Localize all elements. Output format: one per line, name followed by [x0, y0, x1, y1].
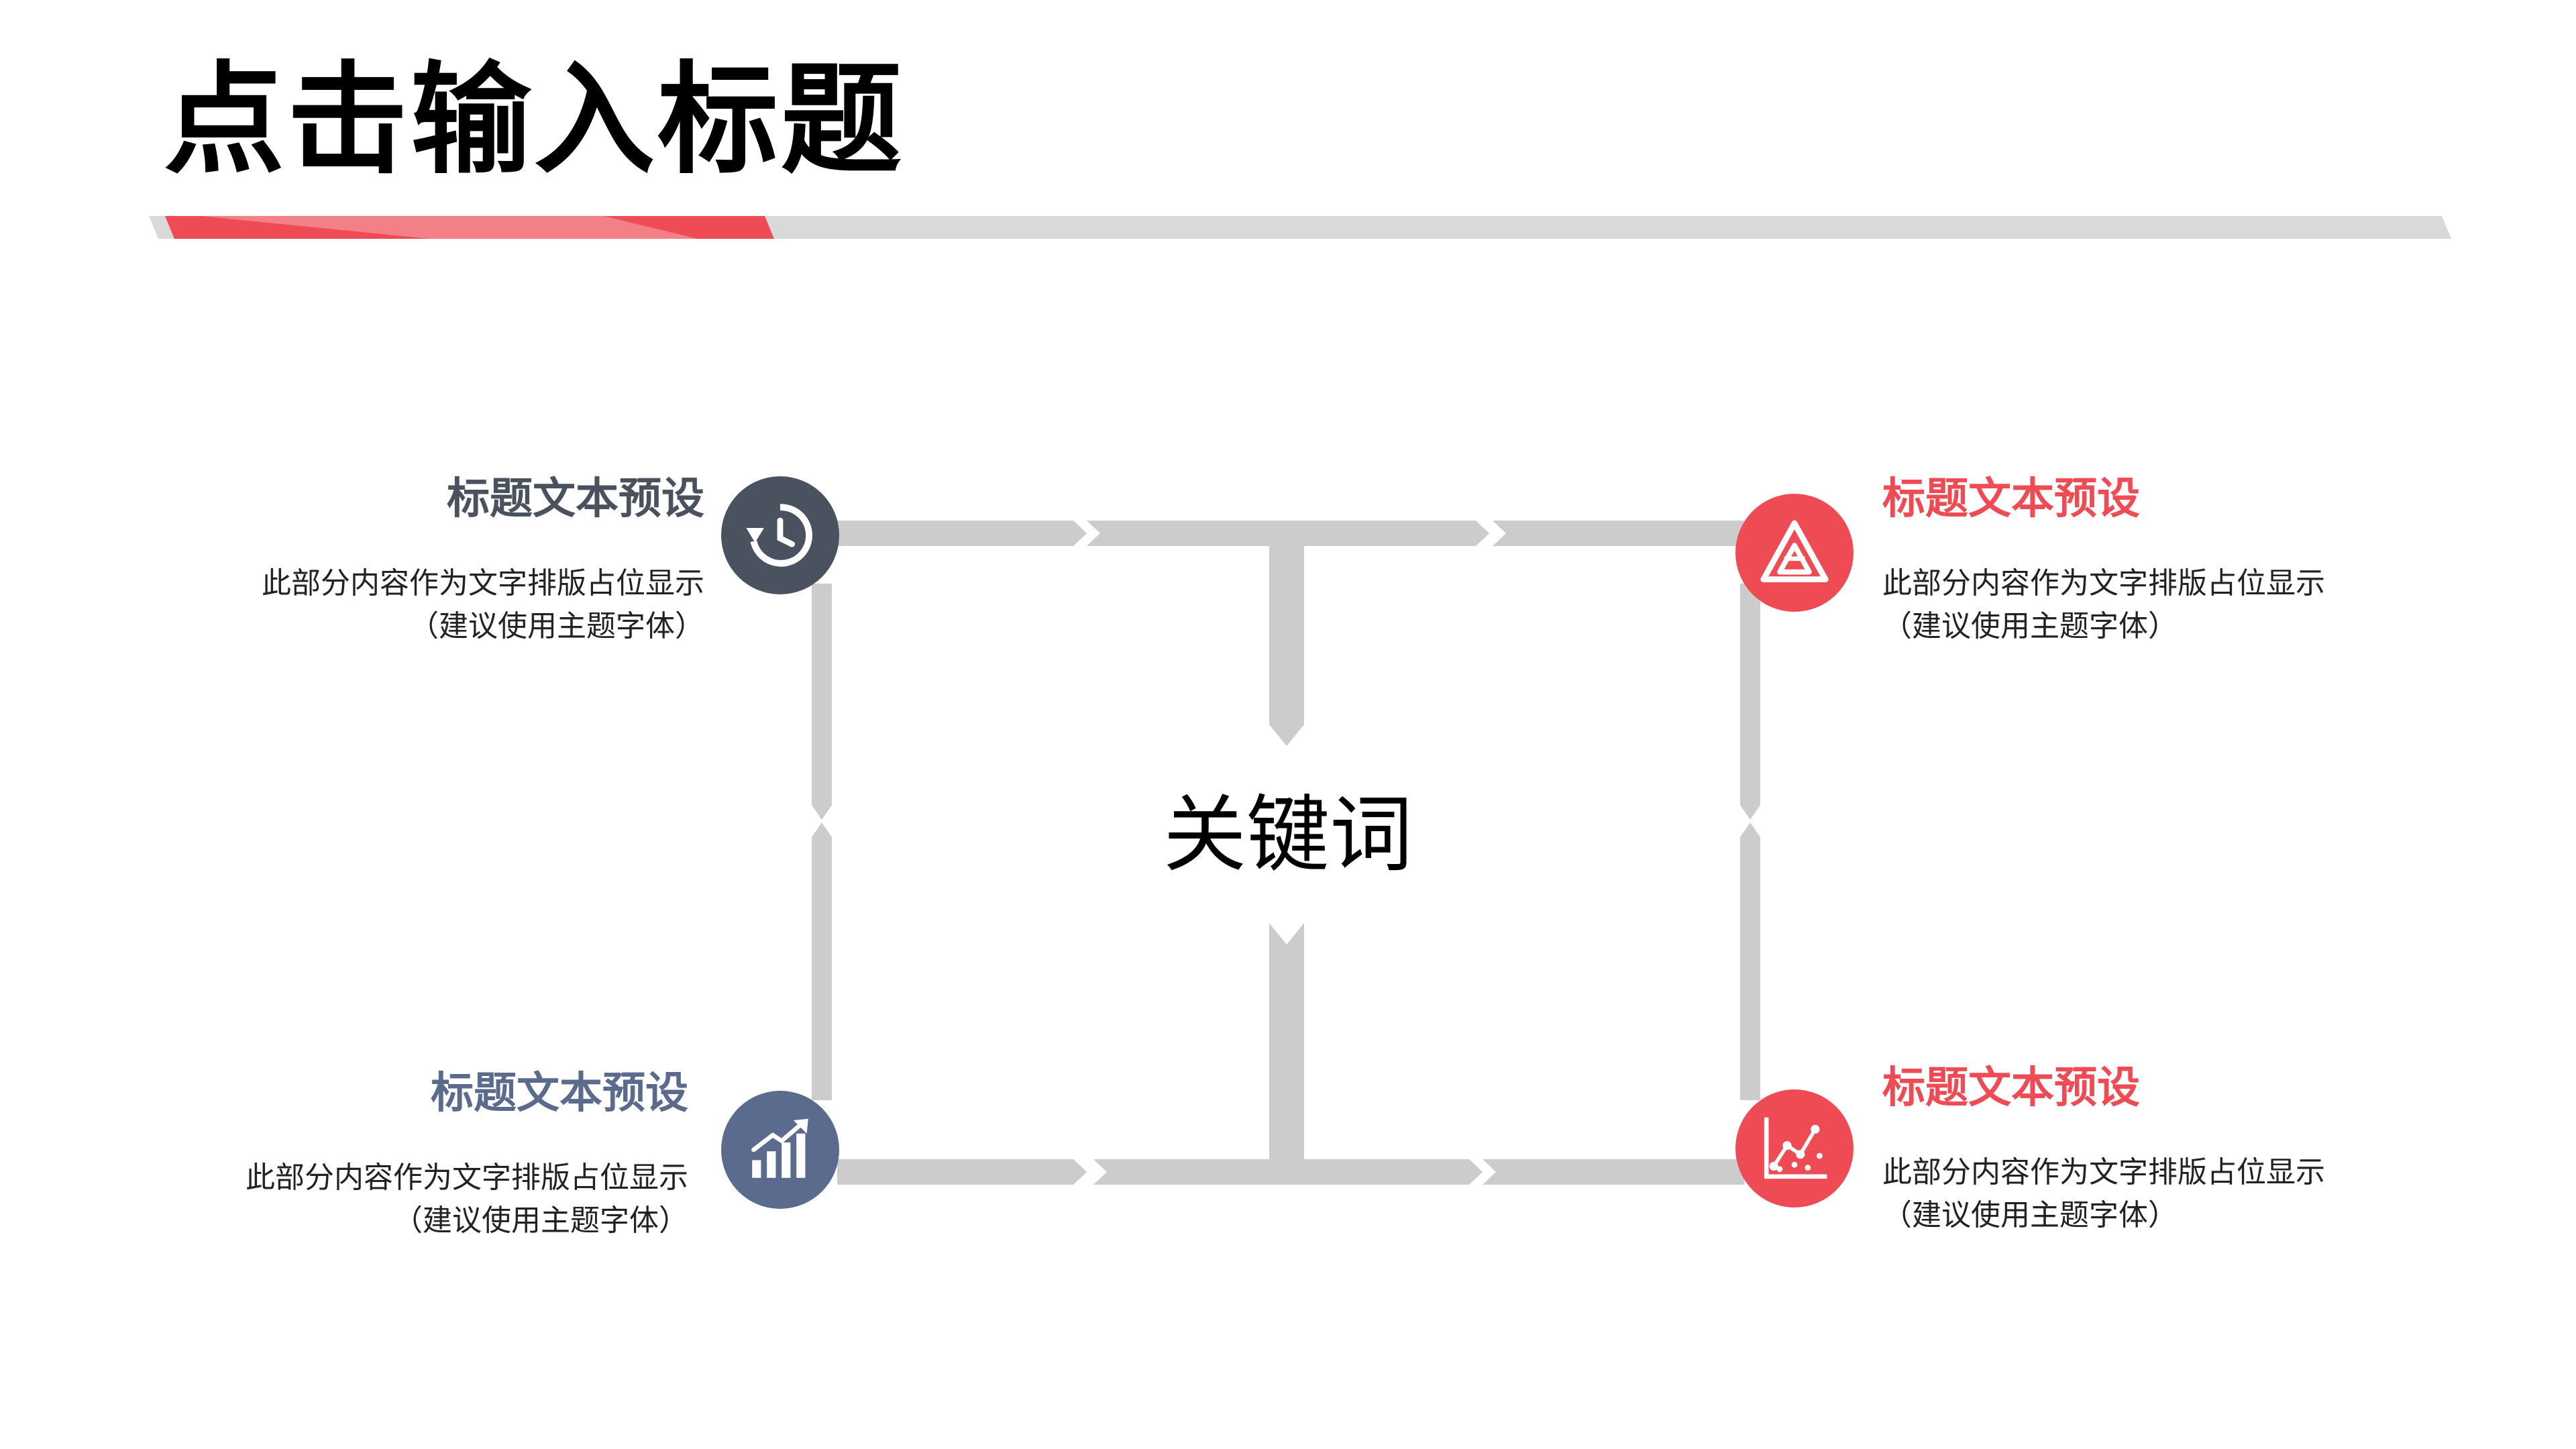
item-desc-bottom-right-line1: 此部分内容作为文字排版占位显示	[1882, 1155, 2325, 1189]
triangle-pyramid-icon	[1760, 520, 1829, 582]
node-top-left	[721, 476, 839, 594]
node-bottom-left	[721, 1091, 839, 1209]
scatter-line-chart-icon	[1764, 1117, 1827, 1179]
left-vertical-1	[812, 584, 832, 820]
growth-bar-chart-icon	[751, 1118, 808, 1178]
top-arrow-2	[1087, 521, 1489, 546]
left-vertical-2	[812, 822, 832, 1100]
top-arrow-1	[837, 521, 1087, 546]
history-clock-icon	[746, 504, 812, 567]
right-vertical-2	[1740, 822, 1760, 1100]
item-desc-top-left-line1: 此部分内容作为文字排版占位显示	[262, 566, 704, 600]
bottom-arrow-2	[1093, 1159, 1483, 1185]
item-desc-bottom-right-line2: （建议使用主题字体）	[1882, 1198, 2178, 1232]
top-stem	[1269, 545, 1304, 746]
page-title: 点击输入标题	[164, 50, 905, 191]
item-desc-bottom-left-line1: 此部分内容作为文字排版占位显示	[246, 1161, 688, 1195]
bottom-arrow-3	[1483, 1159, 1744, 1185]
bottom-arrow-1	[837, 1159, 1087, 1185]
node-bottom-right	[1735, 1089, 1854, 1208]
right-vertical-1	[1740, 584, 1760, 820]
item-title-bottom-left: 标题文本预设	[431, 1069, 688, 1118]
item-desc-top-right-line2: （建议使用主题字体）	[1882, 609, 2178, 643]
bottom-stem	[1269, 923, 1304, 1161]
item-desc-top-left-line2: （建议使用主题字体）	[409, 609, 704, 643]
item-desc-bottom-left-line2: （建议使用主题字体）	[393, 1203, 688, 1238]
node-top-right	[1735, 494, 1854, 612]
item-title-top-right: 标题文本预设	[1882, 474, 2140, 524]
top-arrow-3	[1493, 521, 1744, 546]
item-title-bottom-right: 标题文本预设	[1882, 1063, 2140, 1113]
item-title-top-left: 标题文本预设	[447, 474, 704, 524]
item-desc-top-right-line1: 此部分内容作为文字排版占位显示	[1882, 566, 2325, 600]
center-keyword: 关键词	[1163, 787, 1413, 883]
